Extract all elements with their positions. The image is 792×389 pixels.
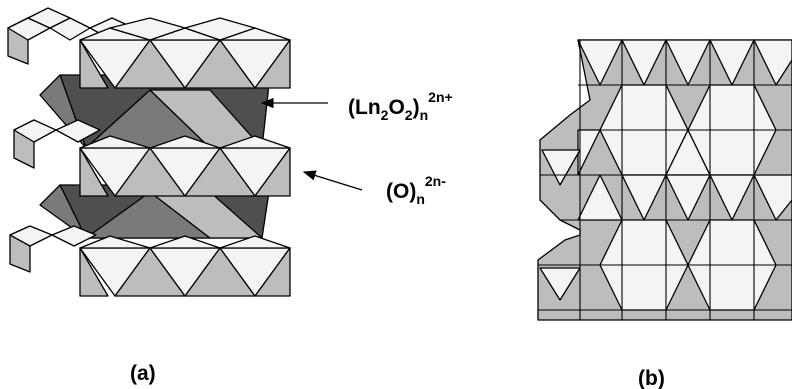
panel-b-label: (b) [638,367,665,389]
octahedra-row-1 [7,7,291,89]
label-ln2o2-close: ) [413,96,420,119]
interlayer-slab-lower [39,184,271,239]
panel-a-structure [7,7,291,297]
panel-a-label: (a) [130,362,156,385]
label-o-n: n [416,191,425,207]
label-o-layer: (O)n2n- [386,173,446,207]
label-ln2o2-n: n [420,107,429,123]
label-ln2o2-sub1: 2 [381,107,389,123]
label-o-base: (O) [386,180,416,203]
octahedra-row-2 [13,119,291,197]
octahedra-row-3 [9,225,291,297]
label-ln2o2-charge: 2n+ [428,89,453,105]
label-ln2o2-o: O [388,96,404,119]
panel-b-structure [537,39,792,321]
label-ln2o2-sub2: 2 [405,107,413,123]
label-o-charge: 2n- [425,173,446,189]
arrow-lower-layer [302,170,363,191]
label-ln2o2-base: (Ln [348,96,381,119]
interlayer-slab-upper [39,74,271,149]
label-ln2o2-layer: (Ln2O2)n2n+ [348,89,453,123]
